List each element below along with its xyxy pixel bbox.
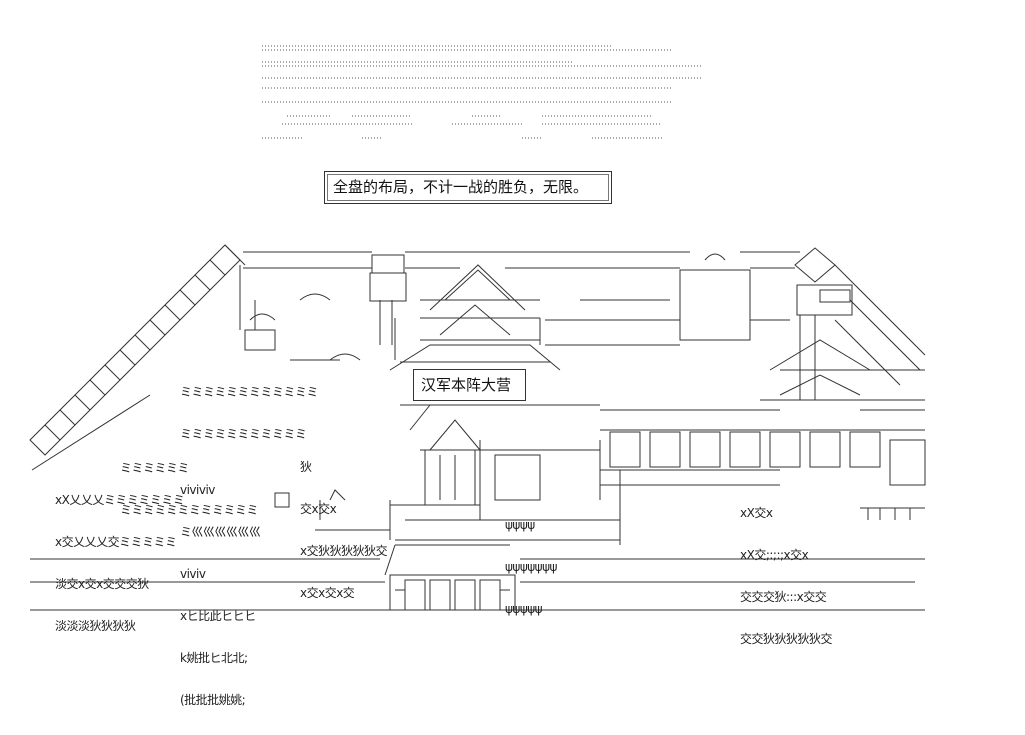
crowd-middle: 狄 交x交x x交狄狄狄狄狄交 x交x交x交 (300, 432, 388, 628)
crowd-left-extra-row: ミ巛巛巛巛巛巛 (180, 525, 261, 539)
hall-columns (600, 431, 926, 486)
crowd-right-row: xX交x (740, 506, 773, 520)
crowd-left-upper: ミミミミミミミミミミミミ ミミミミミミミミミミミ (180, 357, 319, 469)
camp-line-art (29, 244, 926, 611)
crowd-middle-row: x交狄狄狄狄狄交 (300, 544, 388, 558)
dotted-sky-lines (262, 45, 702, 139)
crowd-left-row: ミミミミミミ (120, 461, 190, 475)
camp-sign-box (413, 369, 526, 401)
crowd-sprouts-row: ψψψψψ (505, 602, 543, 616)
crowd-left-lower: xX乂乂乂ミミミミミミミ x交乂乂乂交ミミミミミ 淡交x交x交交交狄 淡淡淡狄狄… (55, 465, 185, 661)
camp-sign-text: 汉军本阵大营 (421, 376, 512, 394)
crowd-left-row: 淡交x交x交交交狄 (55, 577, 149, 591)
crowd-left-extra-row: viviv (180, 567, 206, 581)
crowd-left-extra-row: k姚批ヒ北北; (180, 651, 248, 665)
crowd-left-row: x交乂乂乂交ミミミミミ (55, 535, 177, 549)
crowd-left-mid: ミミミミミミ ミミミミミミミミミミミミ (120, 433, 259, 545)
crowd-left-row: ミミミミミミミミミミミ (180, 427, 307, 441)
crowd-right-row: xX交;:;:;x交x (740, 548, 809, 562)
crowd-sprouts-row: ψψψψψψψ (505, 560, 557, 574)
caption-box (324, 171, 612, 204)
ascii-art-scene: 全盘的布局，不计一战的胜负，无限。 (29, 45, 926, 707)
left-diamond-chain (29, 244, 246, 471)
crowd-right-row: 交交交狄:::x交交 (740, 590, 827, 604)
crowd-right-row: 交交狄狄狄狄狄交 (740, 632, 833, 646)
crowd-left-extra-row: viviviv (180, 483, 215, 497)
crowd-sprouts: ψψψψ ψψψψψψψ ψψψψψ (505, 490, 557, 644)
crowd-left-row: ミミミミミミミミミミミミ (120, 503, 259, 517)
crowd-right: xX交x xX交;:;:;x交x 交交交狄:::x交交 交交狄狄狄狄狄交 (740, 478, 833, 674)
crowd-middle-row: 交x交x (300, 502, 337, 516)
crowd-middle-row: x交x交x交 (300, 586, 355, 600)
caption-text: 全盘的布局，不计一战的胜负，无限。 (333, 178, 589, 196)
crowd-middle-row: 狄 (300, 460, 312, 474)
crowd-left-extra-row: (批批批姚姚; (180, 693, 246, 707)
crowd-left-extra-row: xヒ比此ヒヒヒ (180, 609, 256, 623)
crowd-left-row: 淡淡淡狄狄狄狄 (55, 619, 136, 633)
crowd-sprouts-row: ψψψψ (505, 518, 535, 532)
front-gate (384, 544, 516, 611)
crowd-left-row: ミミミミミミミミミミミミ (180, 385, 319, 399)
crowd-left-extra: viviviv ミ巛巛巛巛巛巛 viviv xヒ比此ヒヒヒ k姚批ヒ北北; (批… (180, 455, 261, 735)
crowd-left-row: xX乂乂乂ミミミミミミミ (55, 493, 185, 507)
